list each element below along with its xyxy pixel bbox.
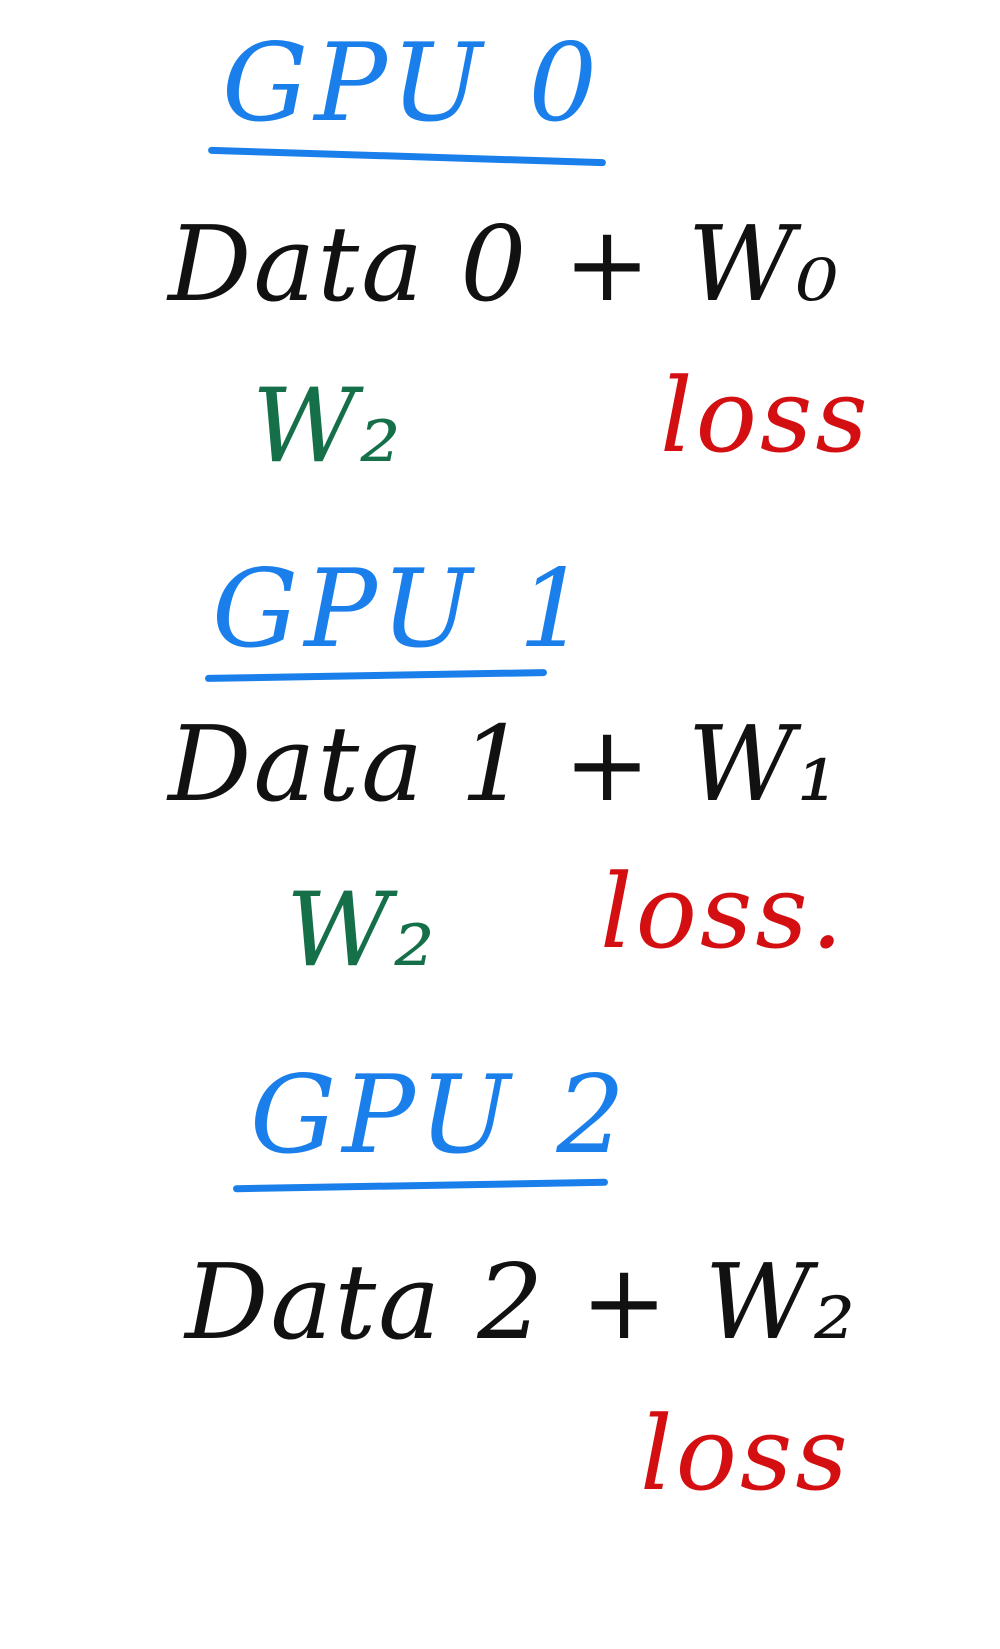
gpu-2-heading: GPU 2 — [250, 1053, 632, 1178]
gpu-0-weight: W₂ — [252, 367, 404, 486]
gpu-2-loss: loss — [640, 1395, 851, 1514]
gpu-0-heading: GPU 0 — [222, 21, 604, 146]
gpu-2-underline — [232, 1178, 609, 1193]
gpu-1-heading: GPU 1 — [212, 547, 594, 672]
gpu-0-underline — [207, 146, 607, 167]
gpu-1-loss: loss. — [600, 853, 847, 972]
gpu-0-loss: loss — [660, 357, 871, 476]
gpu-0-data-line: Data 0 + W₀ — [168, 203, 841, 325]
gpu-2-data-line: Data 2 + W₂ — [185, 1241, 858, 1363]
gpu-1-weight: W₂ — [286, 871, 438, 990]
gpu-1-data-line: Data 1 + W₁ — [168, 703, 841, 825]
